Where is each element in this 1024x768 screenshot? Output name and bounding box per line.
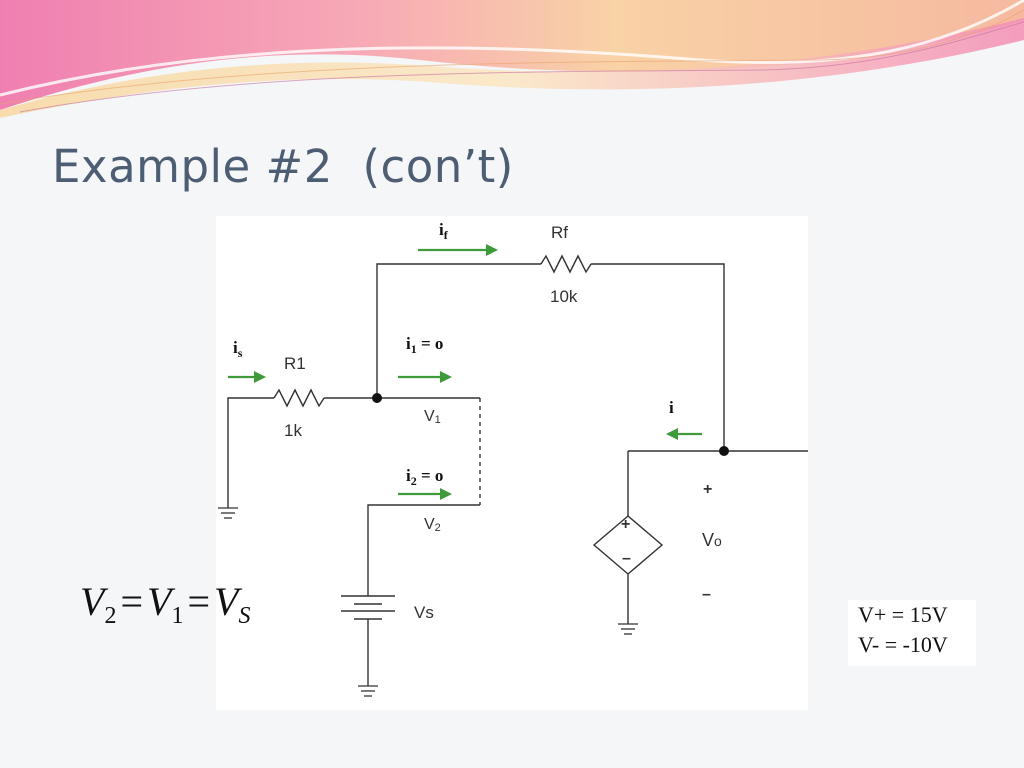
ground-symbol <box>358 685 378 697</box>
source-plus-sign: + <box>621 516 630 533</box>
equation-v2-v1-vs: V2=V1=VS <box>80 579 251 629</box>
supply-v-minus: V- = -10V <box>858 632 948 657</box>
arrow-if <box>418 244 498 256</box>
supply-voltage-box: V+ = 15V V- = -10V <box>848 600 976 666</box>
output-plus-sign: + <box>703 481 712 498</box>
label-if: if <box>439 220 449 242</box>
decorative-banner <box>0 0 1024 118</box>
node-output <box>719 446 729 456</box>
label-i: i <box>669 398 674 417</box>
ground-symbol <box>218 507 238 519</box>
label-i2: i2 = o <box>406 466 443 488</box>
arrow-i1 <box>398 371 452 383</box>
arrow-i <box>666 428 702 440</box>
label-i1: i1 = o <box>406 334 443 356</box>
supply-v-plus: V+ = 15V <box>858 602 948 627</box>
rf-resistor <box>540 254 592 274</box>
node-v1 <box>372 393 382 403</box>
label-is: is <box>233 338 243 360</box>
label-v2: V2 <box>424 516 441 534</box>
arrow-i2 <box>398 488 452 500</box>
battery-vs <box>341 595 395 620</box>
label-vs: Vs <box>414 603 434 622</box>
r1-value: 1k <box>284 421 302 440</box>
arrow-is <box>228 371 266 383</box>
output-minus-sign: – <box>702 586 711 603</box>
ground-symbol <box>618 623 638 635</box>
label-vo: Vo <box>702 530 722 550</box>
r1-resistor <box>273 388 325 408</box>
circuit-wires <box>227 263 808 686</box>
label-v1: V1 <box>424 408 441 426</box>
dependent-voltage-source <box>592 515 664 575</box>
slide-title: Example #2 (con’t) <box>52 140 514 193</box>
r1-name: R1 <box>284 354 306 373</box>
rf-value: 10k <box>550 287 578 306</box>
source-minus-sign: – <box>622 550 631 567</box>
circuit-diagram: + – if is i1 = o <box>216 216 808 710</box>
rf-name: Rf <box>551 223 568 242</box>
